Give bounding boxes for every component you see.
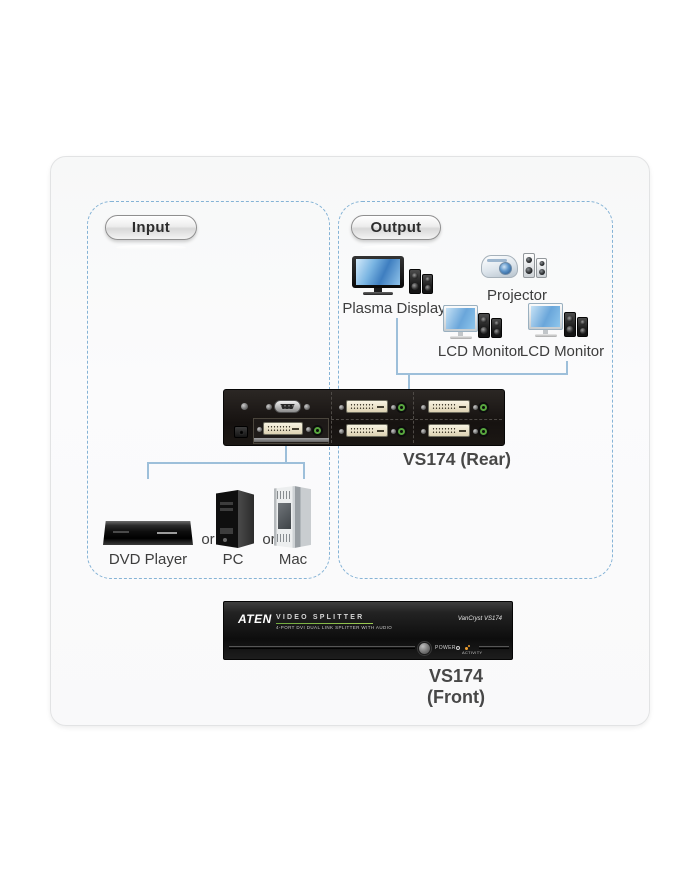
screw-icon <box>304 404 310 410</box>
lcd-monitor-2-label: LCD Monitor <box>519 343 605 360</box>
connector-output-horizontal <box>396 373 568 375</box>
connector-to-mac <box>303 462 305 479</box>
plasma-screen <box>356 259 400 285</box>
audio-output-jack-3-icon <box>398 428 405 435</box>
input-label-text: Input <box>131 219 171 236</box>
power-symbol-icon <box>456 646 460 650</box>
product-name-text: VIDEO SPLITTER <box>276 614 365 621</box>
series-name-text: VanCryst VS174 <box>457 616 502 622</box>
screw-icon <box>391 429 396 434</box>
screw-icon <box>391 405 396 410</box>
serial-port-icon <box>274 400 301 413</box>
projector-lens <box>499 262 512 275</box>
projector-label: Projector <box>487 287 548 304</box>
or-text-2: or <box>262 531 276 548</box>
dvd-player-icon <box>103 521 193 545</box>
screw-icon <box>421 405 426 410</box>
output-section-label: Output <box>351 215 441 250</box>
vs174-front-panel: ATEN VIDEO SPLITTER 4-PORT DVI DUAL LINK… <box>223 601 513 660</box>
projector-speakers-icon <box>523 252 549 278</box>
output-label-text: Output <box>370 219 422 236</box>
product-subtitle-text: 4-PORT DVI DUAL LINK SPLITTER WITH AUDIO <box>276 625 393 630</box>
screw-icon <box>339 429 344 434</box>
audio-output-jack-2-icon <box>480 404 487 411</box>
audio-output-jack-4-icon <box>480 428 487 435</box>
green-accent-line <box>276 623 373 624</box>
screw-icon <box>266 404 272 410</box>
plasma-frame <box>352 256 404 288</box>
dvi-output-port-2-icon <box>428 400 470 413</box>
connector-to-dvd <box>147 462 149 479</box>
connector-to-rear-top <box>408 373 410 390</box>
screw-icon <box>473 429 478 434</box>
aten-logo: ATEN <box>238 612 272 626</box>
mac-label: Mac <box>278 551 308 568</box>
activity-label: ACTIVITY <box>462 650 483 655</box>
panel-groove <box>479 646 509 649</box>
input-section-label: Input <box>105 215 197 250</box>
pc-label: PC <box>222 551 244 568</box>
dvi-output-port-4-icon <box>428 424 470 437</box>
power-led-icon <box>465 647 468 650</box>
lcd-monitor-2-icon <box>528 303 563 337</box>
mac-icon <box>274 486 311 548</box>
lcd-monitor-1-label: LCD Monitor <box>437 343 523 360</box>
lcd-1-speakers-icon <box>478 312 504 338</box>
projector-icon <box>481 255 521 280</box>
connector-lcd2-stub <box>566 361 568 375</box>
screw-icon <box>421 429 426 434</box>
plasma-display-label: Plasma Display <box>342 300 446 317</box>
plasma-speakers-icon <box>409 268 435 294</box>
lcd-2-speakers-icon <box>564 311 590 337</box>
screw-icon <box>339 405 344 410</box>
rear-device-label: VS174 (Rear) <box>403 449 511 469</box>
connector-input-horizontal <box>147 462 305 464</box>
panel-groove <box>229 646 415 649</box>
plasma-display-icon <box>352 256 404 295</box>
screw-icon <box>306 427 311 432</box>
power-button-icon <box>418 642 431 655</box>
audio-output-jack-1-icon <box>398 404 405 411</box>
screw-icon <box>473 405 478 410</box>
dvi-output-port-1-icon <box>346 400 388 413</box>
pc-icon <box>216 490 254 548</box>
lcd-monitor-1-icon <box>443 305 478 339</box>
dvi-input-port-icon <box>263 422 303 435</box>
dvd-player-label: DVD Player <box>108 551 188 568</box>
connector-plasma-down <box>396 318 398 375</box>
dvi-output-port-3-icon <box>346 424 388 437</box>
or-text-1: or <box>201 531 215 548</box>
dvi-input-panel <box>253 418 329 444</box>
audio-input-jack-icon <box>314 427 321 434</box>
activity-led-icon <box>468 645 470 647</box>
screw-icon <box>241 403 248 410</box>
power-label: POWER <box>435 645 456 651</box>
dc-power-jack-icon <box>234 426 248 438</box>
front-device-label: VS174 (Front) <box>427 666 485 707</box>
connector-rear-bottom <box>285 446 287 464</box>
screw-icon <box>257 427 262 432</box>
vs174-rear-panel <box>223 389 505 446</box>
